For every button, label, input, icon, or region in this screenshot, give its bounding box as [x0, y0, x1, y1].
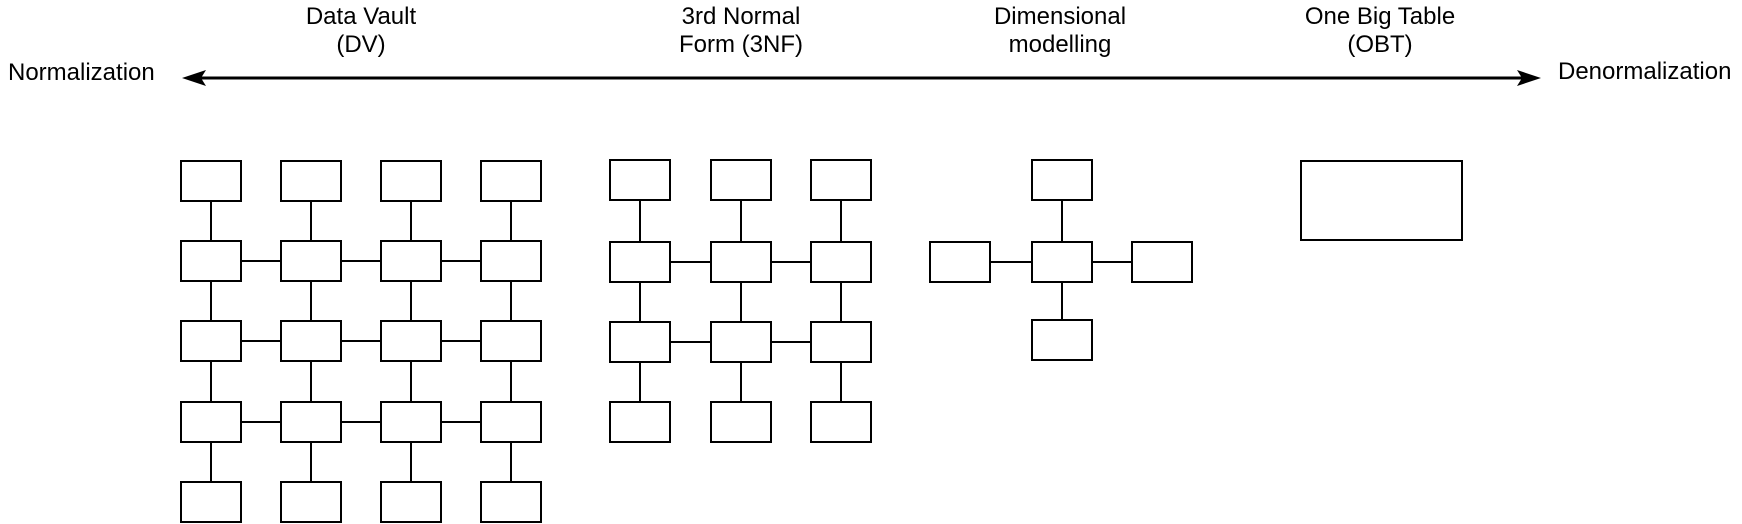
third-normal-form-table-box	[609, 321, 671, 363]
data-vault-table-box	[180, 320, 242, 362]
data-vault-table-box	[180, 481, 242, 523]
data-vault-table-box	[380, 320, 442, 362]
third-normal-form-table-box	[710, 401, 772, 443]
data-vault-table-box	[480, 160, 542, 202]
third-normal-form-table-box	[810, 401, 872, 443]
data-vault-table-box	[480, 481, 542, 523]
third-normal-form-table-box	[609, 159, 671, 201]
category-label-line2: (DV)	[336, 31, 386, 58]
third-normal-form-table-box	[810, 241, 872, 283]
data-vault-table-box	[480, 240, 542, 282]
third-normal-form-table-box	[609, 241, 671, 283]
category-label-line1: 3rd Normal	[681, 3, 801, 30]
data-vault-table-box	[380, 481, 442, 523]
data-vault-table-box	[280, 240, 342, 282]
data-vault-table-box	[280, 320, 342, 362]
category-label-line2: modelling	[1008, 31, 1112, 58]
third-normal-form-table-box	[710, 241, 772, 283]
dimensional-modelling-table-box	[1031, 319, 1093, 361]
category-label-line1: One Big Table	[1304, 3, 1456, 30]
data-vault-table-box	[280, 481, 342, 523]
category-label-dimensional-modelling: Dimensional modelling	[994, 3, 1126, 59]
data-vault-table-box	[480, 320, 542, 362]
data-vault-table-box	[380, 160, 442, 202]
data-vault-table-box	[180, 240, 242, 282]
category-label-third-normal-form: 3rd Normal Form (3NF)	[679, 3, 803, 59]
data-vault-table-box	[480, 401, 542, 443]
dimensional-modelling-table-box	[929, 241, 991, 283]
normalization-label: Normalization	[8, 59, 155, 86]
third-normal-form-table-box	[810, 159, 872, 201]
third-normal-form-table-box	[609, 401, 671, 443]
category-label-one-big-table: One Big Table (OBT)	[1305, 3, 1455, 59]
dimensional-modelling-table-box	[1131, 241, 1193, 283]
third-normal-form-table-box	[710, 159, 772, 201]
third-normal-form-table-box	[710, 321, 772, 363]
data-vault-table-box	[180, 401, 242, 443]
category-label-data-vault: Data Vault (DV)	[306, 3, 416, 59]
data-vault-table-box	[280, 160, 342, 202]
data-vault-table-box	[380, 401, 442, 443]
category-label-line1: Data Vault	[305, 3, 417, 30]
right-arrowhead-icon	[1517, 70, 1541, 86]
denormalization-label: Denormalization	[1558, 58, 1732, 85]
dimensional-modelling-table-box	[1031, 241, 1093, 283]
category-label-line2: (OBT)	[1347, 31, 1413, 58]
data-vault-table-box	[380, 240, 442, 282]
left-arrowhead-icon	[182, 70, 206, 86]
third-normal-form-table-box	[810, 321, 872, 363]
category-label-line1: Dimensional	[993, 3, 1127, 30]
category-label-line2: Form (3NF)	[679, 31, 803, 58]
data-vault-table-box	[280, 401, 342, 443]
dimensional-modelling-table-box	[1031, 159, 1093, 201]
one-big-table-table-box	[1300, 160, 1463, 241]
data-vault-table-box	[180, 160, 242, 202]
